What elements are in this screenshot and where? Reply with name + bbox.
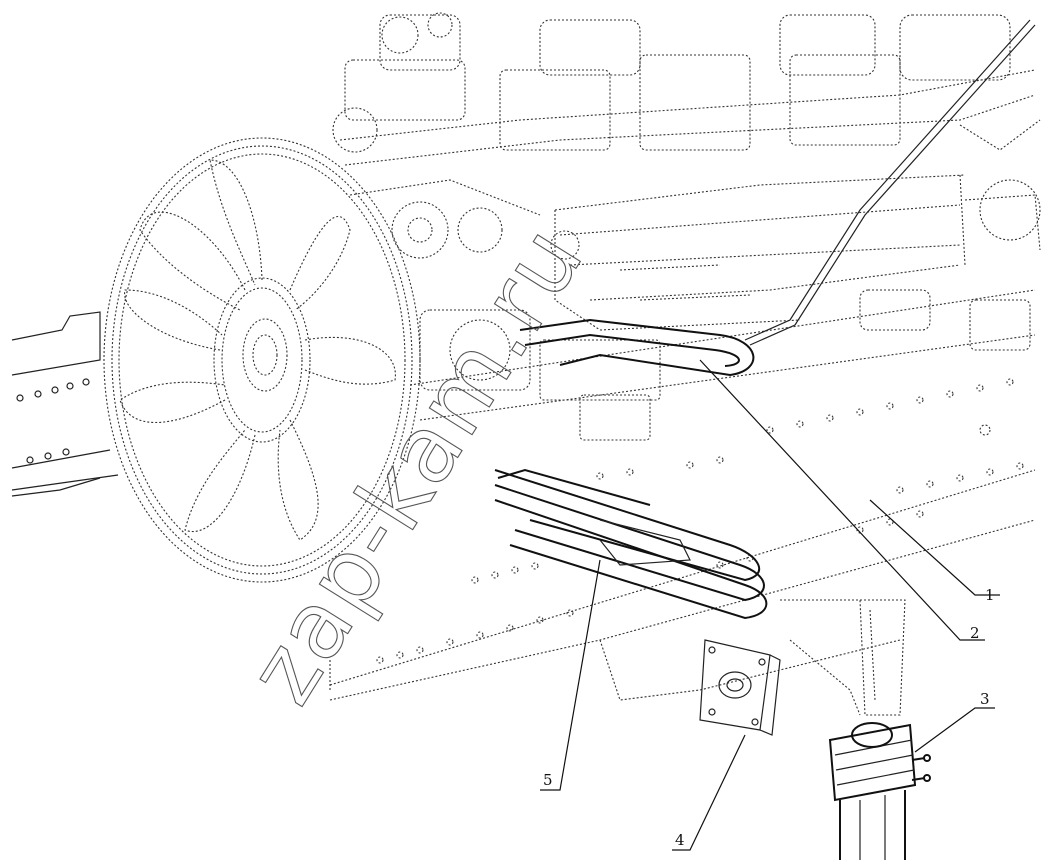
leader-lines bbox=[540, 359, 1000, 851]
cooler-tubes bbox=[494, 468, 768, 620]
callout-1: 1 bbox=[985, 586, 995, 604]
engine-block bbox=[332, 12, 1041, 441]
callout-4: 4 bbox=[675, 831, 685, 849]
mounting-bracket bbox=[699, 639, 781, 736]
frame-rail-main bbox=[329, 289, 1036, 701]
callout-5: 5 bbox=[543, 771, 553, 789]
watermark: zap-kam.ru bbox=[228, 208, 605, 722]
oil-pipe-loop bbox=[519, 19, 1036, 377]
cooling-fan bbox=[103, 137, 421, 583]
frame-rail-left bbox=[11, 311, 119, 497]
callout-3: 3 bbox=[980, 690, 990, 708]
filter-unit bbox=[828, 722, 931, 860]
callout-2: 2 bbox=[970, 624, 980, 642]
support-post bbox=[780, 599, 906, 716]
